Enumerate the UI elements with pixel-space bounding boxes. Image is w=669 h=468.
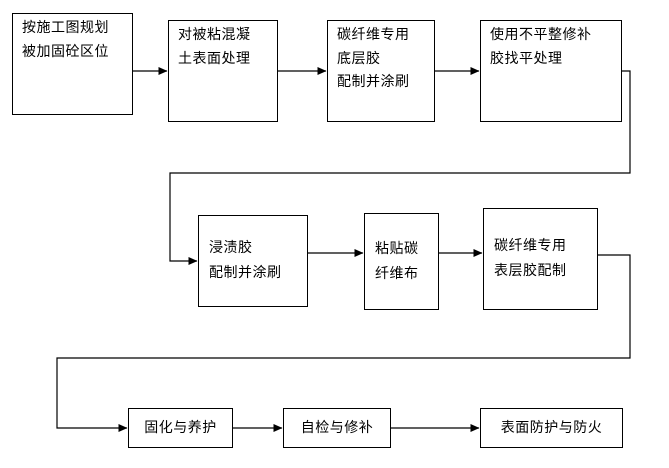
process-node-plan-reinforcement-area[interactable]: 按施工图规划被加固砼区位 [12,13,133,115]
node-label-line: 自检与修补 [300,419,374,436]
process-node-surface-protection-and-fireproofing[interactable]: 表面防护与防火 [480,408,623,448]
node-label-line: 表面防护与防火 [500,419,603,436]
process-node-self-inspection-and-repair[interactable]: 自检与修补 [283,408,391,448]
process-node-impregnation-adhesive-mixing[interactable]: 浸渍胶配制并涂刷 [198,215,308,307]
process-node-leveling-putty-treatment[interactable]: 使用不平整修补胶找平处理 [480,20,622,122]
node-label-line: 配制并涂刷 [209,265,282,281]
node-label-line: 纤维布 [375,265,419,282]
process-node-primer-adhesive-mixing[interactable]: 碳纤维专用底层胶配制并涂刷 [327,20,435,122]
node-label-line: 被加固砼区位 [22,43,109,60]
node-label-line: 固化与养护 [144,419,217,436]
node-label-line: 按施工图规划 [22,20,109,36]
process-node-curing-and-maintenance[interactable]: 固化与养护 [128,408,233,448]
node-label-line: 使用不平整修补 [490,27,592,43]
process-node-topcoat-adhesive-mixing[interactable]: 碳纤维专用表层胶配制 [483,208,598,310]
node-label-line: 土表面处理 [178,50,251,67]
node-label-line: 表层胶配制 [494,263,567,279]
node-label-line: 碳纤维专用 [337,27,410,43]
node-label-line: 胶找平处理 [490,50,563,67]
node-label-line: 浸渍胶 [209,240,253,257]
node-label-line: 底层胶 [337,50,381,67]
process-node-concrete-surface-treatment[interactable]: 对被粘混凝土表面处理 [168,20,278,122]
node-label-line: 碳纤维专用 [494,238,567,255]
node-label-line: 配制并涂刷 [337,74,410,91]
node-label-line: 粘贴碳 [375,240,419,257]
node-label-line: 对被粘混凝 [178,27,251,43]
process-node-bond-carbon-fiber-cloth[interactable]: 粘贴碳纤维布 [364,213,439,310]
